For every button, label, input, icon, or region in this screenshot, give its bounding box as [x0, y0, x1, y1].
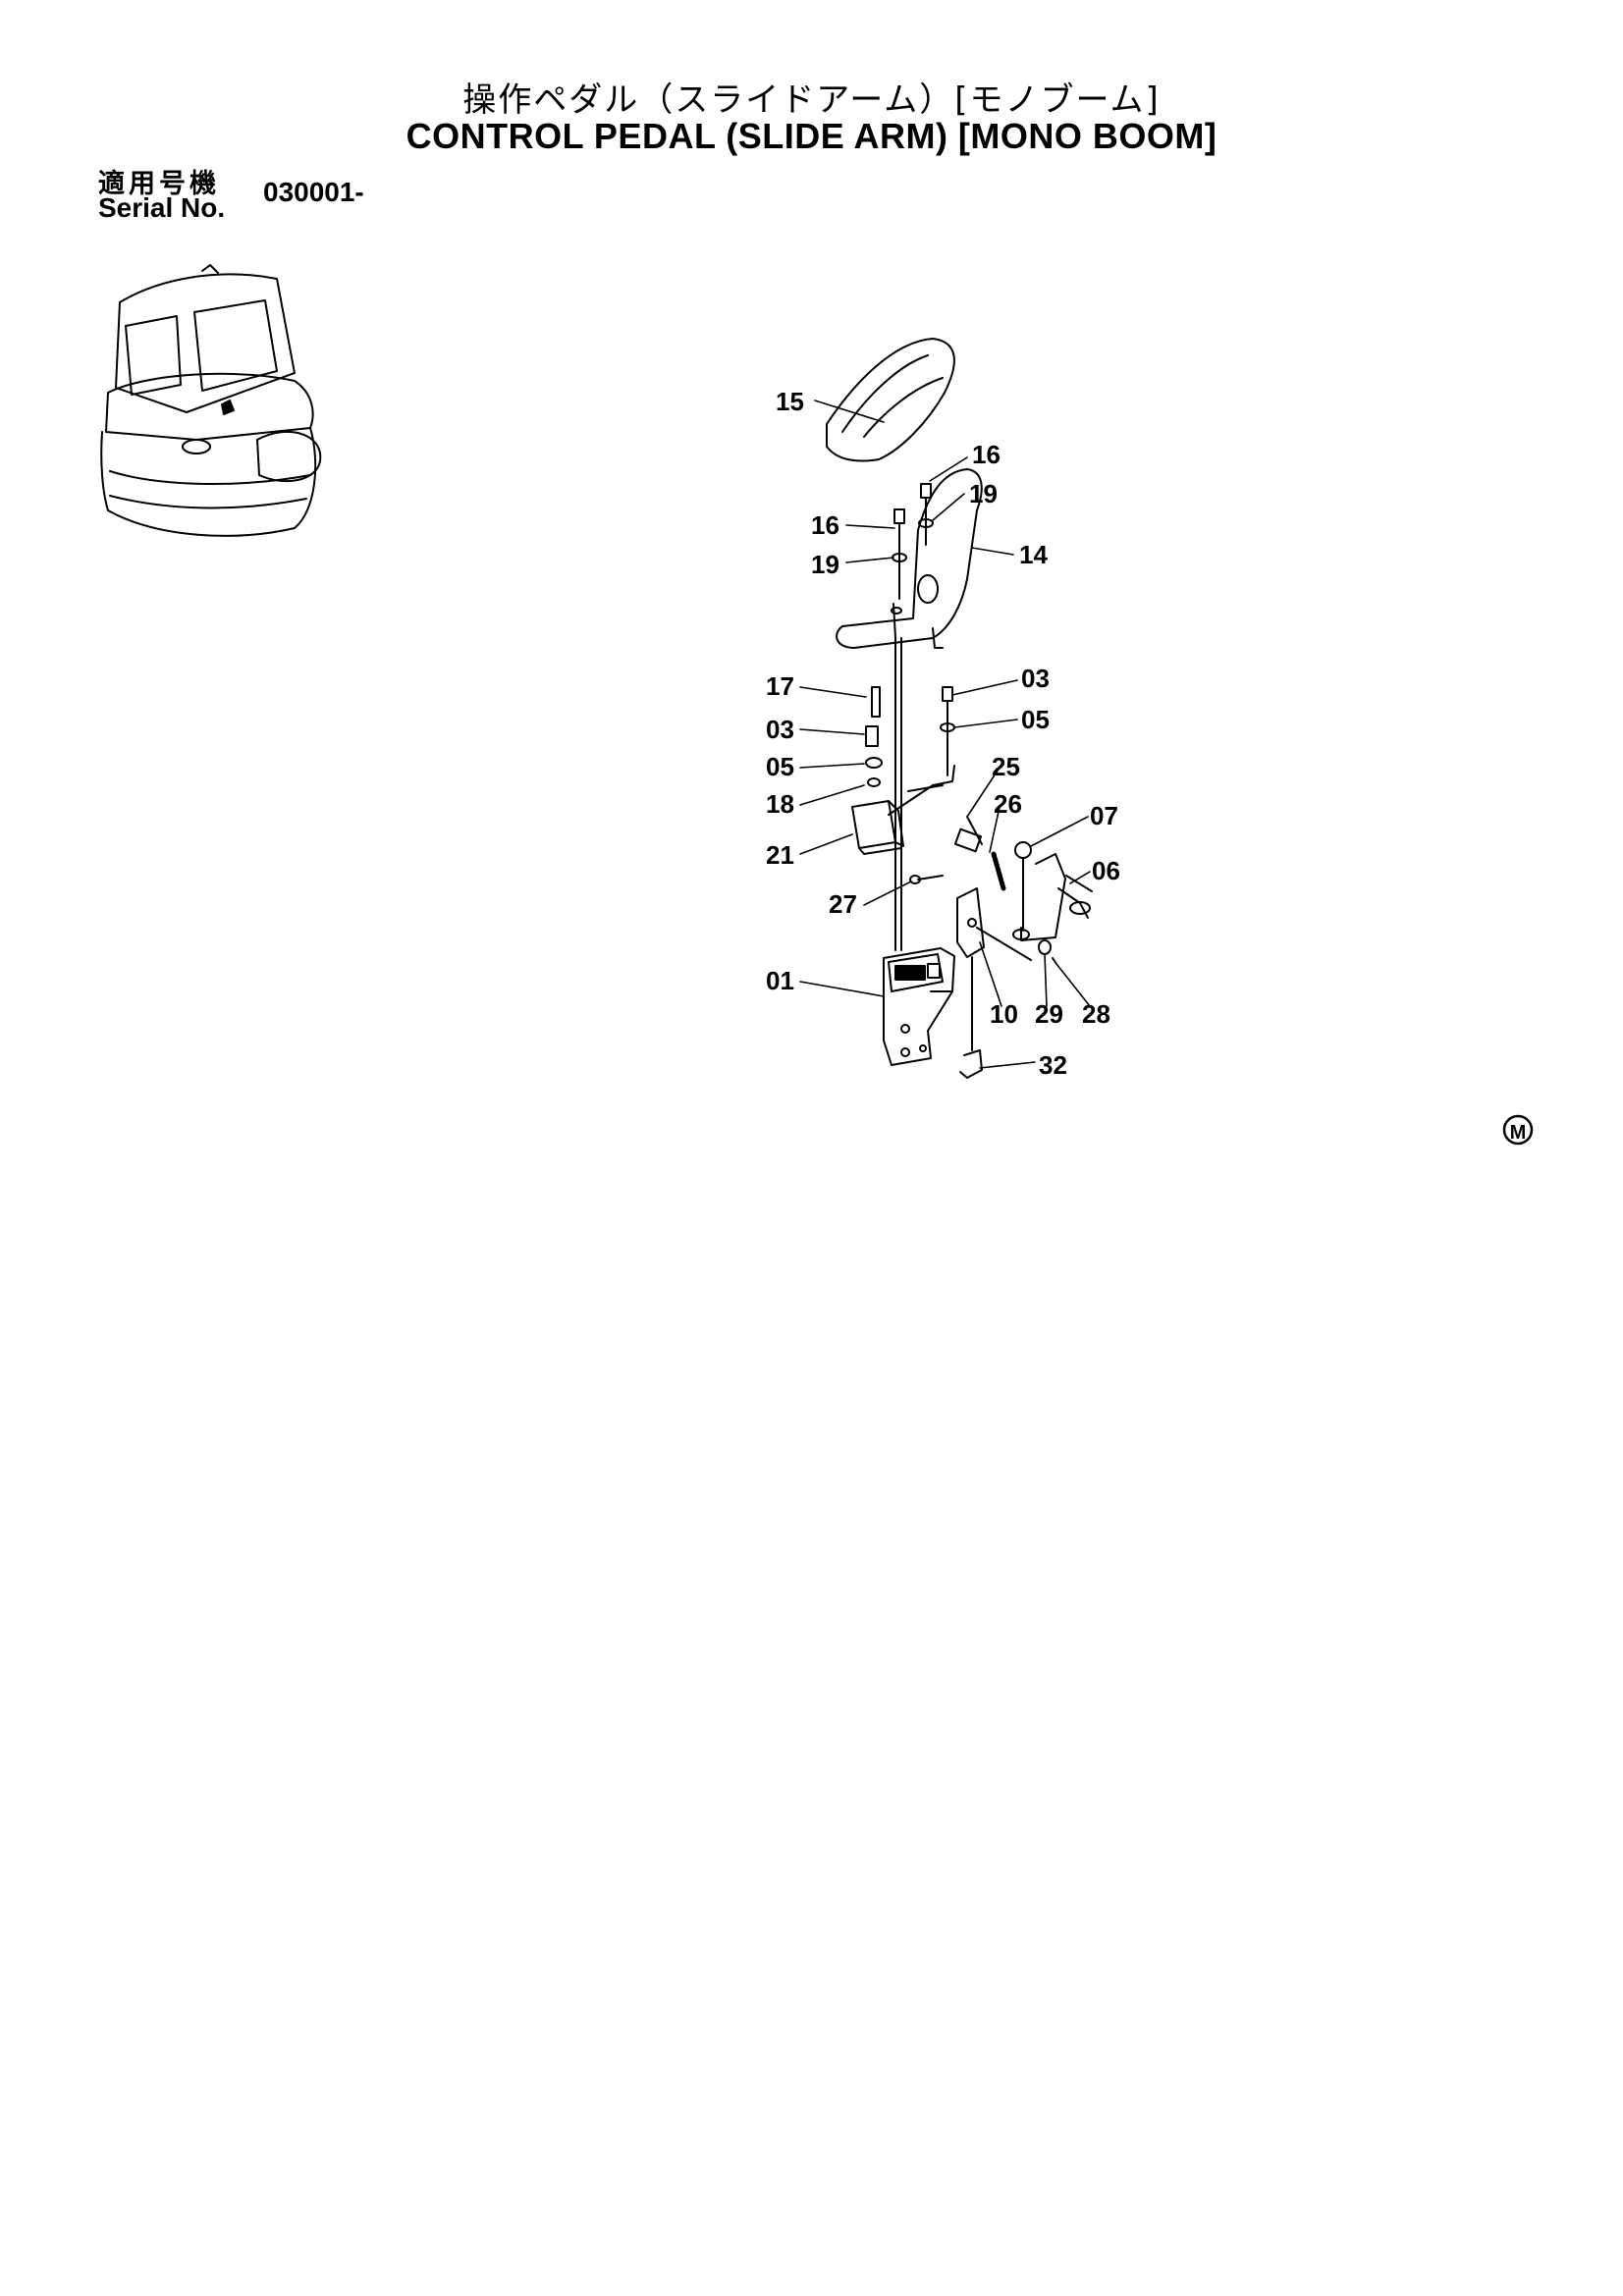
callout-28: 28	[1082, 999, 1110, 1029]
pedal-bracket	[851, 686, 955, 855]
serial-label-japanese: 適用号機	[98, 169, 220, 199]
lever-assembly	[909, 875, 1057, 1051]
pedal-cover	[826, 338, 955, 462]
pilot-valve	[883, 947, 955, 1066]
callout-29: 29	[1035, 999, 1063, 1029]
callout-27: 27	[829, 889, 857, 919]
callout-01: 01	[766, 966, 794, 995]
callout-25: 25	[992, 752, 1020, 781]
m-mark-letter: M	[1510, 1122, 1527, 1144]
callout-17: 17	[766, 671, 794, 701]
spring-link	[953, 816, 1006, 891]
serial-label: Serial No.	[98, 192, 226, 223]
callout-06: 06	[1092, 856, 1120, 885]
machine-location-thumbnail	[100, 264, 322, 537]
shaft-bracket	[1012, 841, 1093, 941]
callout-19-lower: 19	[811, 550, 839, 579]
callout-10: 10	[990, 999, 1018, 1029]
callout-15: 15	[776, 387, 804, 416]
callout-19-upper: 19	[969, 479, 998, 508]
callout-03-right: 03	[1021, 664, 1050, 693]
serial-number-value: 030001-	[263, 177, 364, 207]
cable-end	[959, 1049, 983, 1079]
callout-26: 26	[994, 789, 1022, 819]
callout-16-upper: 16	[972, 440, 1001, 469]
callout-03-left: 03	[766, 715, 794, 744]
callout-16-lower: 16	[811, 510, 839, 540]
upper-bolts	[892, 483, 934, 600]
callout-14: 14	[1019, 540, 1048, 569]
callout-18: 18	[766, 789, 794, 819]
callout-21: 21	[766, 840, 794, 870]
page-title-japanese: 操作ペダル（スライドアーム）[モノブーム]	[462, 80, 1161, 120]
callout-05-left: 05	[766, 752, 794, 781]
leader-lines	[799, 400, 1091, 1069]
page-title: CONTROL PEDAL (SLIDE ARM) [MONO BOOM]	[406, 116, 1217, 156]
m-mark: M	[1502, 1114, 1534, 1146]
pedal	[836, 468, 983, 649]
callout-05-right: 05	[1021, 705, 1050, 734]
callout-07: 07	[1090, 801, 1118, 830]
callout-32: 32	[1039, 1050, 1067, 1080]
